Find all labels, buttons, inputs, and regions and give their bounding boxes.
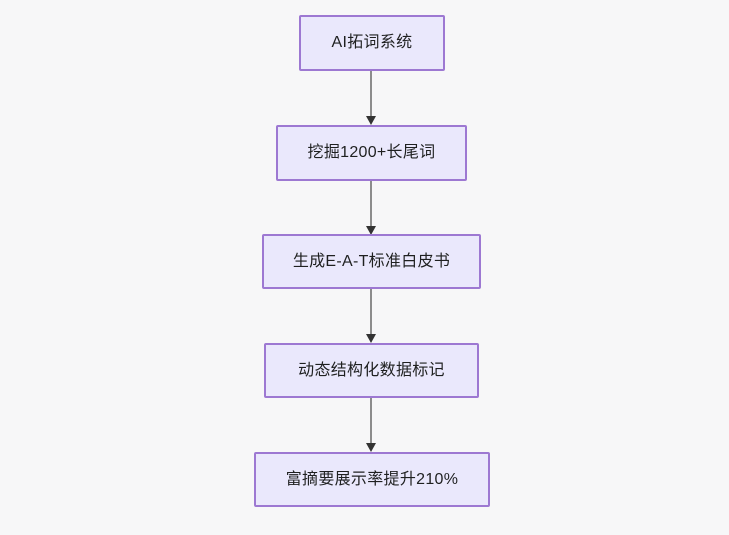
flowchart-node-label: 富摘要展示率提升210% xyxy=(285,470,459,488)
arrow-head-icon xyxy=(366,443,376,452)
flowchart-node-n4[interactable]: 动态结构化数据标记 xyxy=(264,343,479,398)
flowchart-node-label: 挖掘1200+长尾词 xyxy=(307,144,436,162)
flowchart-node-n3[interactable]: 生成E-A-T标准白皮书 xyxy=(262,234,481,289)
flowchart-edge-n3-n4 xyxy=(366,289,377,343)
flowchart-node-n5[interactable]: 富摘要展示率提升210% xyxy=(254,452,490,507)
flowchart-node-n1[interactable]: AI拓词系统 xyxy=(299,15,445,71)
flowchart-edge-n1-n2 xyxy=(366,71,377,125)
arrow-head-icon xyxy=(366,334,376,343)
edge-line xyxy=(370,181,372,226)
arrow-head-icon xyxy=(366,226,376,235)
flowchart-node-label: 生成E-A-T标准白皮书 xyxy=(292,252,451,270)
edge-line xyxy=(370,71,372,116)
arrow-head-icon xyxy=(366,116,376,125)
flowchart-node-n2[interactable]: 挖掘1200+长尾词 xyxy=(276,125,467,181)
flowchart-edge-n4-n5 xyxy=(366,398,377,452)
flowchart-edge-n2-n3 xyxy=(366,181,377,235)
edge-line xyxy=(370,289,372,334)
flowchart-node-label: 动态结构化数据标记 xyxy=(298,361,445,379)
edge-line xyxy=(370,398,372,443)
flowchart-node-label: AI拓词系统 xyxy=(331,34,413,52)
